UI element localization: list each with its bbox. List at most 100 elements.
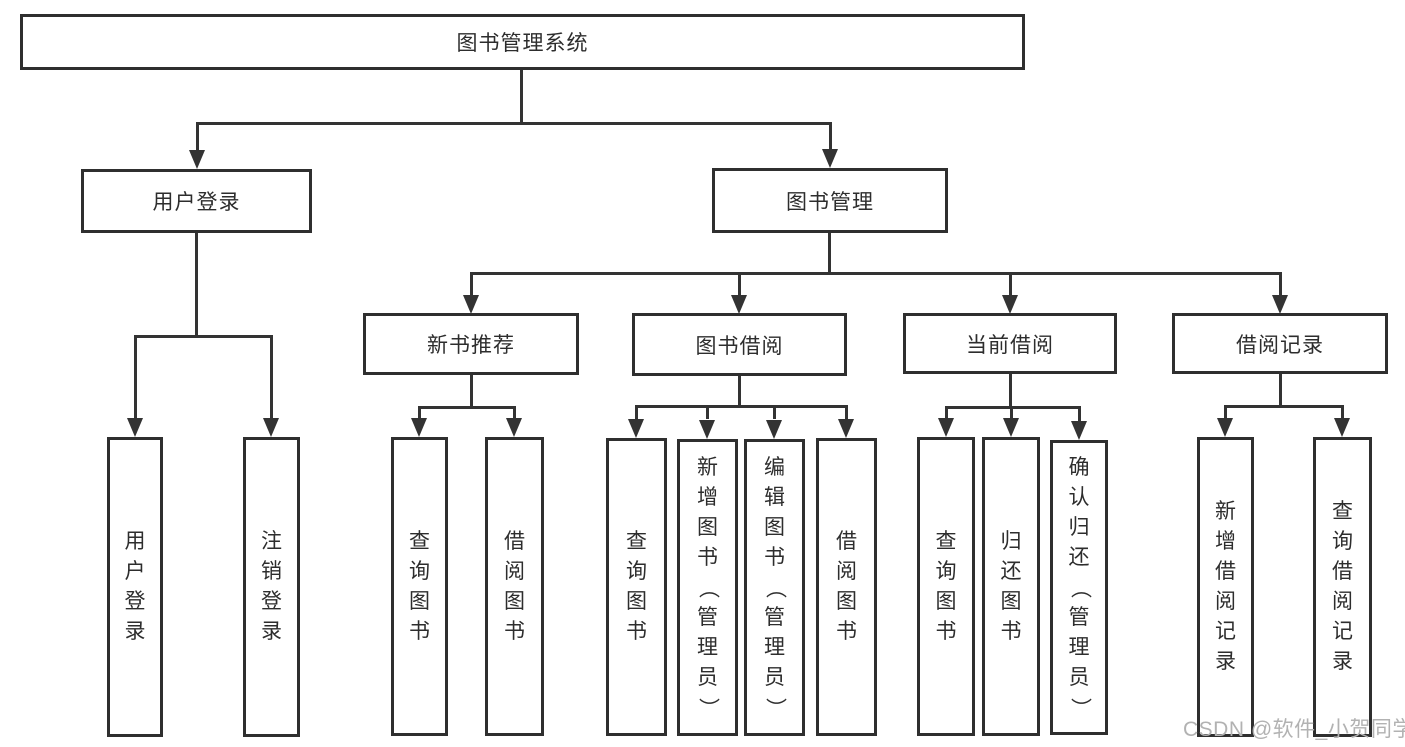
- vertical-char: 阅: [836, 560, 857, 583]
- node-new-book-recommend: 新书推荐: [363, 313, 579, 375]
- vertical-char: 员: [697, 665, 718, 689]
- vertical-char: 录: [261, 620, 282, 643]
- connector-line: [1078, 406, 1081, 422]
- connector-line: [829, 122, 832, 150]
- vertical-char: 登: [124, 590, 146, 613]
- vertical-char: 辑: [764, 485, 785, 509]
- vertical-char: 新: [697, 455, 718, 479]
- vertical-char: 理: [697, 635, 718, 659]
- vertical-char: 书: [764, 545, 785, 569]
- connector-line: [196, 122, 832, 125]
- vertical-char: ）: [696, 697, 720, 718]
- vertical-char: 图: [504, 589, 525, 613]
- connector-line: [470, 375, 473, 409]
- arrow-down-icon: [938, 418, 954, 437]
- vertical-char: 记: [1215, 620, 1236, 643]
- vertical-char: 确: [1068, 455, 1090, 479]
- vertical-char: 书: [836, 620, 857, 643]
- vertical-char: 录: [1215, 650, 1236, 673]
- arrow-down-icon: [411, 418, 427, 437]
- arrow-down-icon: [1272, 295, 1288, 314]
- vertical-char: 图: [697, 515, 718, 539]
- vertical-char: 理: [764, 635, 785, 659]
- vertical-char: 书: [1000, 619, 1022, 643]
- node-book-borrow: 图书借阅: [632, 313, 847, 376]
- vertical-char: 管: [1068, 605, 1090, 629]
- vertical-char: 书: [697, 545, 718, 569]
- vertical-char: 图: [1000, 589, 1022, 613]
- leaf-query-book-1: 查询图书: [391, 437, 448, 736]
- vertical-char: 书: [409, 619, 430, 643]
- vertical-char: 图: [409, 589, 430, 613]
- vertical-char: 询: [626, 560, 647, 583]
- connector-line: [635, 405, 848, 408]
- vertical-char: （: [1068, 577, 1091, 598]
- leaf-borrow-book-2: 借阅图书: [816, 438, 877, 736]
- connector-line: [1009, 374, 1012, 409]
- vertical-char: 图: [764, 515, 785, 539]
- connector-line: [945, 406, 1081, 409]
- connector-line: [134, 335, 137, 419]
- connector-line: [520, 70, 523, 125]
- vertical-char: 查: [409, 529, 430, 553]
- connector-line: [418, 406, 421, 419]
- arrow-down-icon: [1002, 295, 1018, 314]
- leaf-confirm-return-admin: 确认归还（管理员）: [1050, 440, 1108, 735]
- arrow-down-icon: [463, 295, 479, 314]
- vertical-char: 归: [1068, 515, 1090, 539]
- vertical-char: 录: [1332, 650, 1353, 673]
- connector-line: [270, 335, 273, 419]
- leaf-logout: 注销登录: [243, 437, 300, 737]
- vertical-char: 增: [697, 485, 718, 509]
- vertical-char: 还: [1000, 559, 1022, 583]
- arrow-down-icon: [1217, 418, 1233, 437]
- connector-line: [418, 406, 516, 409]
- vertical-char: 户: [124, 560, 146, 583]
- connector-line: [738, 272, 741, 296]
- connector-line: [1341, 405, 1344, 419]
- arrow-down-icon: [628, 419, 644, 438]
- connector-line: [1279, 272, 1282, 296]
- node-borrow-record: 借阅记录: [1172, 313, 1388, 374]
- vertical-char: 阅: [1332, 590, 1353, 613]
- leaf-query-book-2: 查询图书: [606, 438, 667, 736]
- leaf-query-borrow-record: 查询借阅记录: [1313, 437, 1372, 737]
- connector-line: [513, 406, 516, 419]
- connector-line: [738, 376, 741, 408]
- leaf-return-book: 归还图书: [982, 437, 1040, 736]
- arrow-down-icon: [838, 419, 854, 438]
- vertical-char: （: [763, 577, 787, 598]
- arrow-down-icon: [1071, 421, 1087, 440]
- arrow-down-icon: [731, 295, 747, 314]
- leaf-add-book-admin: 新增图书（管理员）: [677, 439, 738, 736]
- vertical-char: 登: [261, 590, 282, 613]
- vertical-char: 增: [1215, 530, 1236, 553]
- connector-line: [828, 233, 831, 275]
- vertical-char: 书: [504, 619, 525, 643]
- connector-line: [845, 405, 848, 419]
- connector-line: [945, 406, 948, 419]
- vertical-char: 询: [409, 559, 430, 583]
- leaf-add-borrow-record: 新增借阅记录: [1197, 437, 1254, 737]
- vertical-char: 新: [1215, 500, 1236, 523]
- leaf-user-login: 用户登录: [107, 437, 163, 737]
- connector-line: [706, 405, 709, 419]
- vertical-char: 借: [1215, 560, 1236, 583]
- leaf-borrow-book-1: 借阅图书: [485, 437, 544, 736]
- vertical-char: ）: [763, 697, 787, 718]
- vertical-char: 阅: [504, 559, 525, 583]
- arrow-down-icon: [822, 149, 838, 168]
- connector-line: [773, 405, 776, 419]
- node-current-borrow: 当前借阅: [903, 313, 1117, 374]
- arrow-down-icon: [506, 418, 522, 437]
- connector-line: [1009, 272, 1012, 296]
- connector-line: [1279, 374, 1282, 408]
- vertical-char: ）: [1068, 697, 1091, 718]
- vertical-char: 查: [1332, 500, 1353, 523]
- vertical-char: 录: [124, 620, 146, 643]
- vertical-char: 理: [1068, 635, 1090, 659]
- vertical-char: 编: [764, 455, 785, 479]
- vertical-char: 图: [836, 590, 857, 613]
- connector-line: [1224, 405, 1227, 419]
